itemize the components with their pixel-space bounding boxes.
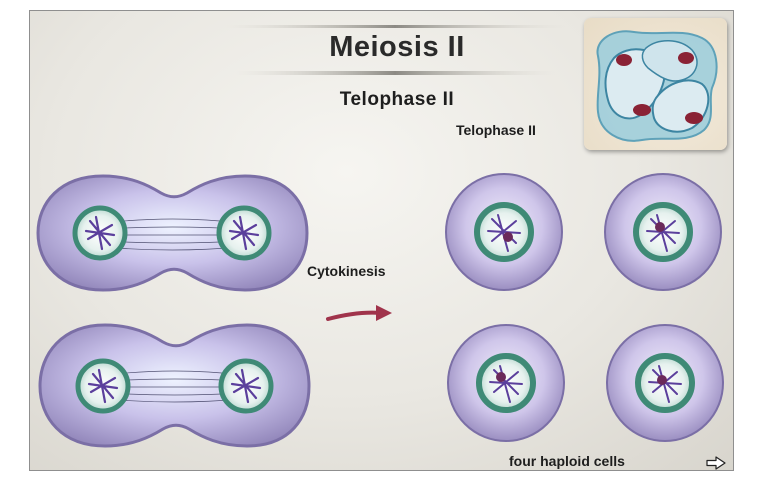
haploid-cell-3	[447, 324, 565, 442]
cytokinesis-arrow	[326, 305, 392, 321]
nucleolus	[496, 372, 506, 382]
nucleolus	[657, 375, 667, 385]
next-button[interactable]	[705, 456, 727, 470]
haploid-cell-1	[445, 173, 563, 291]
haploid-cell-4	[606, 324, 724, 442]
title-bar-top	[225, 25, 565, 28]
stained-chromosomes	[633, 104, 651, 116]
dividing-cell-1	[36, 174, 309, 292]
haploid-cell-2	[604, 173, 722, 291]
chromosomes	[487, 214, 521, 252]
arrow-right-icon	[706, 456, 726, 470]
diagram-subtitle: Telophase II	[339, 89, 455, 110]
process-label: Cytokinesis	[307, 263, 386, 279]
title-bar-bottom	[235, 71, 555, 75]
micrograph-image	[596, 30, 718, 142]
chromosomes	[489, 365, 523, 403]
chromosomes	[87, 368, 262, 404]
micrograph-label: Telophase II	[456, 122, 536, 138]
dividing-cell-2	[38, 323, 311, 448]
nucleolus	[503, 232, 513, 242]
meiosis-diagram	[36, 25, 724, 448]
diagram-title: Meiosis II	[329, 31, 465, 63]
diagram-stage: Meiosis II Telophase II Telophase II Cyt…	[29, 10, 734, 471]
stained-chromosomes	[685, 112, 703, 124]
chromosomes	[84, 215, 260, 251]
result-label: four haploid cells	[509, 453, 625, 469]
stained-chromosomes	[616, 54, 632, 66]
nucleolus	[655, 222, 665, 232]
stained-chromosomes	[678, 52, 694, 64]
micrograph-photo	[584, 18, 727, 150]
